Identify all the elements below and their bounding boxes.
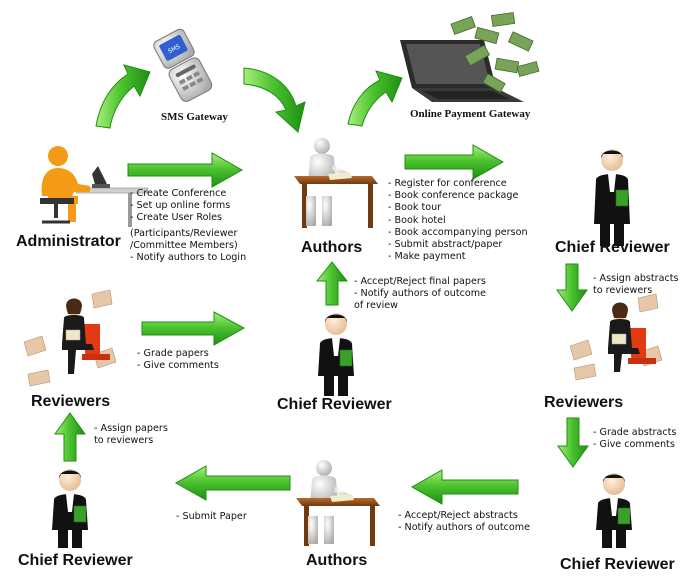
reviewer-reading-icon xyxy=(23,289,117,387)
note-line: - Notify authors of outcome xyxy=(398,522,530,534)
chief-final-review-note: - Accept/Reject final papers - Notify au… xyxy=(354,276,486,313)
arrow-chief-to-authors-bottom xyxy=(410,469,519,505)
reviewer-reading-icon xyxy=(569,293,663,381)
arrow-authors-to-chief-bottom-left xyxy=(174,465,291,501)
note-line: - Book tour xyxy=(388,202,442,214)
role-authors-bottom: Authors xyxy=(306,552,368,569)
note-line: - Notify authors of outcome xyxy=(354,288,486,300)
arrow-chief-up-to-reviewers xyxy=(54,412,86,462)
note-line: - Register for conference xyxy=(388,178,507,189)
note-line: - Create User Roles xyxy=(130,212,223,224)
curved-arrow-authors-to-payment xyxy=(347,70,403,127)
note-line: - Submit Paper xyxy=(176,511,247,522)
accept-abstracts-note: - Accept/Reject abstracts - Notify autho… xyxy=(398,510,530,534)
chief-reviewer-icon xyxy=(52,469,88,548)
chief-reviewer-icon xyxy=(594,149,630,246)
authors-tasks-note: - Register for conference - Book confere… xyxy=(388,178,528,263)
note-line: - Set up online forms xyxy=(130,200,231,212)
note-line: - Book accompanying person xyxy=(388,226,528,238)
note-line: - Create Conference xyxy=(130,188,227,199)
role-chief-reviewer-center: Chief Reviewer xyxy=(277,396,392,413)
grade-abstracts-note: - Grade abstracts - Give comments xyxy=(593,427,676,451)
note-line: - Accept/Reject final papers xyxy=(354,276,486,287)
note-line: to reviewers xyxy=(593,285,653,297)
note-line: - Assign papers xyxy=(94,423,168,434)
role-reviewers-right: Reviewers xyxy=(544,394,624,411)
note-line: - Assign abstracts xyxy=(593,273,679,284)
note-line: - Give comments xyxy=(137,360,219,372)
assign-abstracts-note: - Assign abstracts to reviewers xyxy=(593,273,679,297)
curved-arrow-admin-to-sms xyxy=(95,64,151,129)
arrow-reviewers-down-to-chief xyxy=(557,417,589,468)
author-writing-icon xyxy=(294,138,378,228)
arrow-authors-to-chief xyxy=(404,144,505,180)
chief-reviewer-icon xyxy=(318,313,354,396)
note-line: to reviewers xyxy=(94,435,154,447)
note-line: - Make payment xyxy=(388,251,466,263)
note-line: - Notify authors to Login xyxy=(130,252,247,264)
submit-paper-note: - Submit Paper xyxy=(176,511,247,523)
note-line: - Submit abstract/paper xyxy=(388,239,503,251)
chief-reviewer-icon xyxy=(596,473,632,548)
role-chief-reviewer-bottom-left: Chief Reviewer xyxy=(18,552,133,569)
arrow-admin-to-authors xyxy=(127,152,244,188)
note-line: - Give comments xyxy=(593,439,675,451)
sms-gateway-label: SMS Gateway xyxy=(161,111,228,123)
mobile-phone-icon: SMS xyxy=(153,28,213,102)
role-administrator: Administrator xyxy=(16,233,121,250)
arrow-chief-down-to-reviewers xyxy=(556,263,588,312)
note-line: - Book conference package xyxy=(388,190,519,202)
arrow-reviewers-to-chief xyxy=(141,311,246,346)
note-line: - Accept/Reject abstracts xyxy=(398,510,518,521)
role-reviewers-left: Reviewers xyxy=(31,393,111,410)
role-authors-top: Authors xyxy=(301,239,363,256)
note-line: (Participants/Reviewer xyxy=(130,227,238,239)
role-chief-reviewer-top-right: Chief Reviewer xyxy=(555,239,670,256)
role-chief-reviewer-bottom-right: Chief Reviewer xyxy=(560,556,675,573)
author-writing-icon xyxy=(296,460,380,546)
curved-arrow-sms-to-authors xyxy=(243,67,306,133)
arrow-chief-up-to-authors xyxy=(315,261,349,306)
payment-gateway-label: Online Payment Gateway xyxy=(410,108,531,120)
note-line: - Grade papers xyxy=(137,348,209,359)
note-line: - Grade abstracts xyxy=(593,427,677,438)
note-line: of review xyxy=(354,300,399,312)
assign-papers-note: - Assign papers to reviewers xyxy=(94,423,168,447)
laptop-money-icon xyxy=(400,12,540,102)
administrator-at-desk-icon xyxy=(40,146,149,227)
note-line: /Committee Members) xyxy=(130,239,238,251)
grade-papers-note: - Grade papers - Give comments xyxy=(137,348,219,372)
note-line: - Book hotel xyxy=(388,214,446,226)
admin-tasks-note: - Create Conference - Set up online form… xyxy=(130,188,246,264)
